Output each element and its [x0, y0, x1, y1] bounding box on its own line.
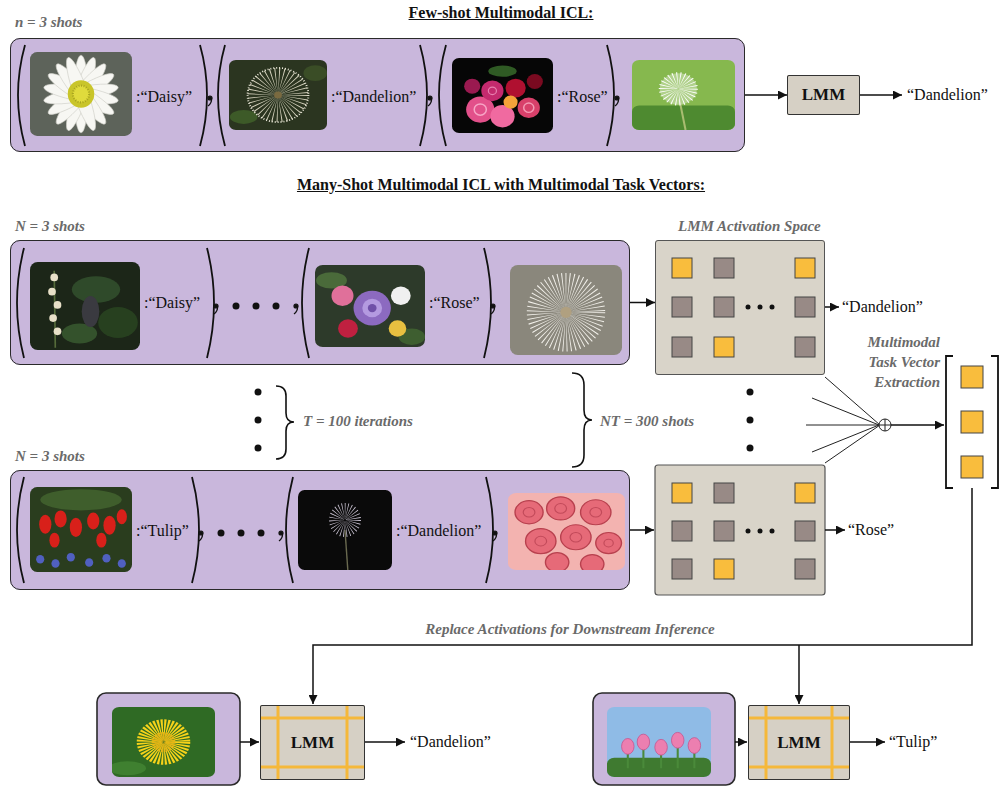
prompt-band: N = 3 shots:“Daisy”:“Rose”	[10, 240, 630, 365]
tulip-photo	[30, 487, 132, 572]
step-label: Replace Activations for Downstream Infer…	[425, 620, 714, 638]
dandelion-photo	[229, 60, 327, 130]
tulip-photo	[607, 707, 711, 777]
box-fill	[787, 75, 860, 115]
panel-heading: LMM Activation Space	[678, 217, 821, 235]
dandelion-photo	[510, 265, 622, 355]
class-label: :“Daisy”	[136, 87, 192, 106]
band-fill	[10, 470, 630, 590]
shot-count: n = 3 shots	[15, 13, 82, 31]
section-heading: Many-Shot Multimodal ICL with Multimodal…	[297, 175, 705, 194]
query-band	[593, 693, 735, 785]
iteration-count: T = 100 iterations	[303, 412, 413, 430]
prediction: “Dandelion”	[907, 85, 988, 104]
class-label: :“Daisy”	[144, 293, 200, 312]
shot-count: N = 3 shots	[15, 447, 85, 465]
box-fill	[748, 705, 850, 780]
shot-total: NT = 300 shots	[600, 412, 694, 430]
dandelion-photo	[298, 490, 392, 570]
model-name: LMM	[802, 85, 845, 105]
daisy-photo	[30, 262, 140, 350]
rose-photo	[452, 58, 553, 133]
class-label: :“Dandelion”	[396, 521, 481, 540]
rose-photo	[508, 493, 625, 574]
class-label: :“Rose”	[429, 293, 480, 312]
prompt-band: N = 3 shots:“Tulip”:“Dandelion”	[10, 470, 630, 590]
model-name: LMM	[291, 732, 334, 752]
class-label: :“Tulip”	[136, 521, 189, 540]
connector-arrow	[745, 94, 787, 96]
connector-arrow	[630, 302, 655, 304]
box-fill	[655, 240, 825, 375]
daisy-photo	[30, 52, 132, 136]
activation-panel: LMM Activation Space	[655, 240, 825, 375]
band-fill	[10, 240, 630, 365]
prediction: “Dandelion”	[410, 732, 491, 751]
dandelion-photo	[632, 60, 735, 130]
band-fill	[10, 38, 745, 152]
model-box: LMM	[748, 705, 850, 780]
section-heading: Few-shot Multimodal ICL:	[409, 3, 594, 22]
activation-squares	[672, 258, 983, 579]
model-box: LMM	[260, 705, 365, 780]
arrow	[240, 95, 972, 742]
brace	[276, 373, 592, 467]
model-box: LMM	[787, 75, 860, 115]
activation-lines	[260, 705, 850, 780]
activation-panel	[655, 465, 825, 595]
prompt-band: n = 3 shots:“Daisy”:“Dandelion”:“Rose”	[10, 38, 745, 152]
class-label: :“Rose”	[557, 87, 608, 106]
vector-bracket	[946, 356, 998, 488]
prediction: “Dandelion”	[842, 297, 923, 316]
model-name: LMM	[777, 732, 820, 752]
rose-photo	[315, 265, 425, 347]
step-label: Multimodal Task Vector Extraction	[836, 332, 940, 392]
query-band	[97, 693, 240, 785]
prediction: “Tulip”	[889, 732, 937, 751]
shot-count: N = 3 shots	[15, 217, 85, 235]
prediction: “Rose”	[848, 520, 894, 539]
box-fill	[260, 705, 365, 780]
class-label: :“Dandelion”	[331, 87, 416, 106]
dandelion-photo	[109, 707, 215, 777]
